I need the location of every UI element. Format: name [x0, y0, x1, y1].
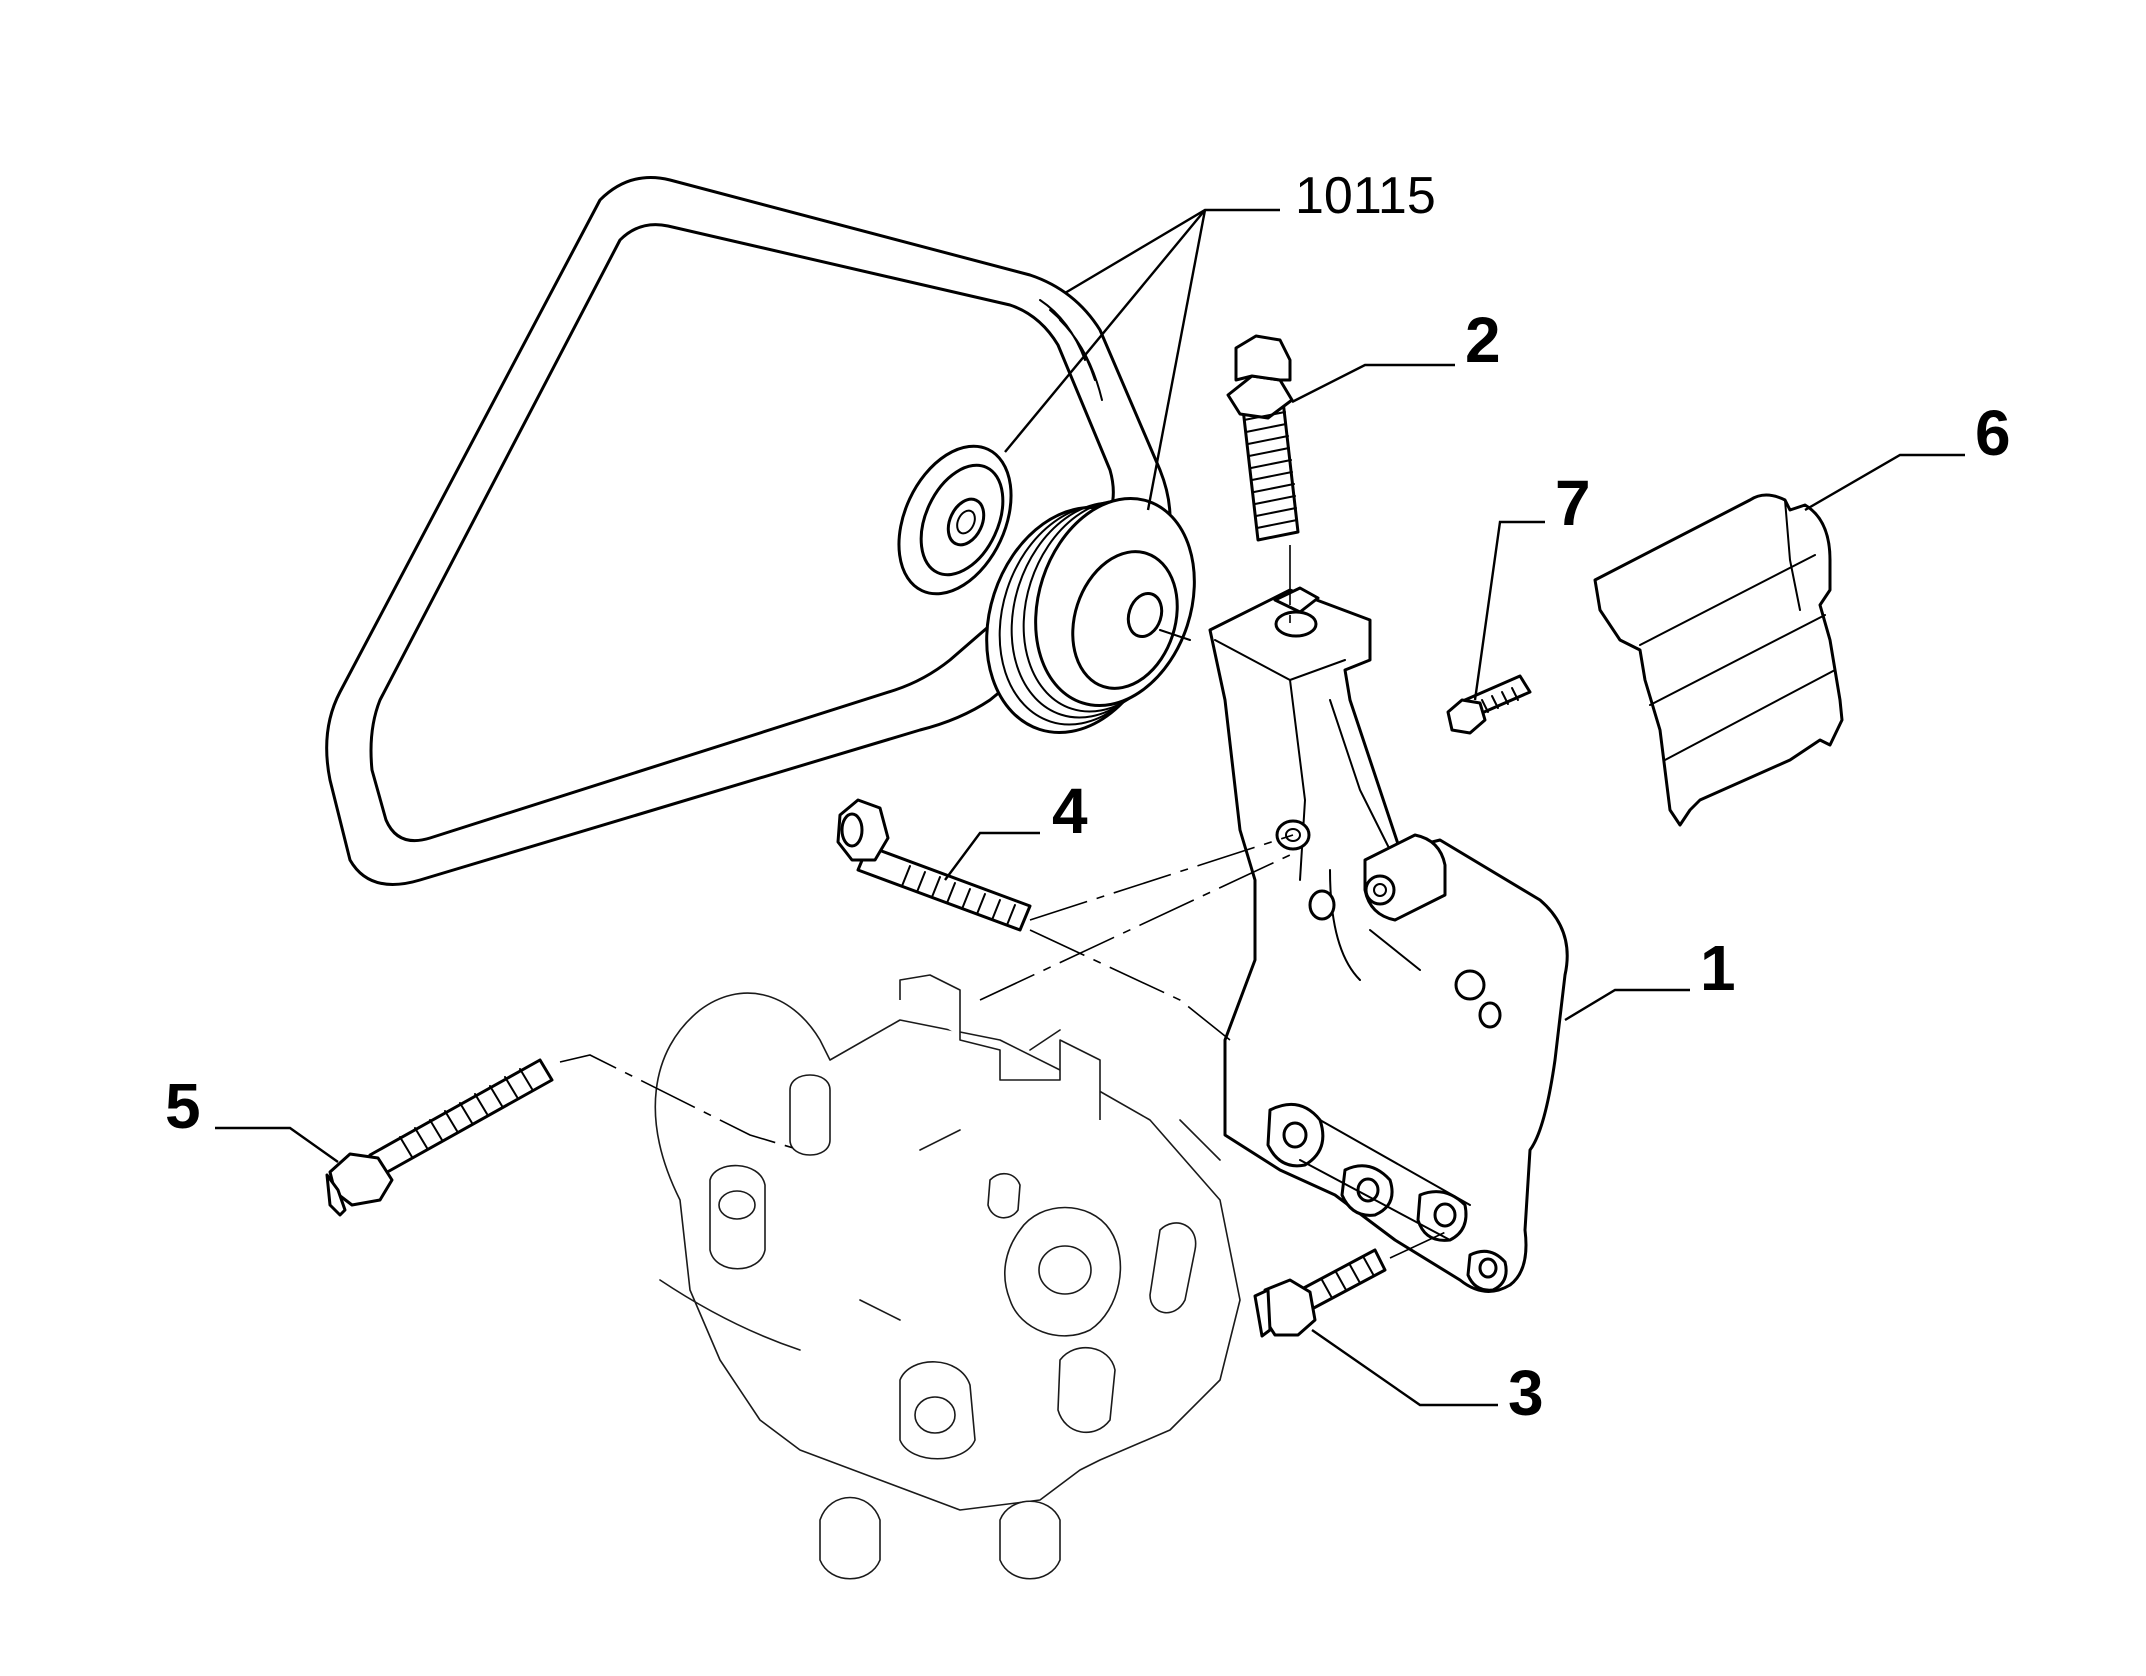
- callout-5: 5: [165, 1070, 201, 1142]
- leader-lines: [215, 208, 1965, 1407]
- callout-6: 6: [1975, 397, 2011, 469]
- mounting-bracket: [1208, 586, 1569, 1293]
- assembly-axes: [559, 545, 1451, 1259]
- front-long-bolt: [836, 798, 1032, 932]
- callout-labels: 10115 2 7 6 4 1 5 3: [165, 167, 2011, 1429]
- serpentine-belt: [325, 176, 1172, 886]
- idler-pulley: [897, 444, 1013, 596]
- cover-shield: [1593, 493, 1844, 827]
- lower-bolt: [1253, 1248, 1387, 1338]
- callout-7: 7: [1555, 467, 1591, 539]
- upper-bolt: [1226, 334, 1300, 542]
- small-screw: [1446, 674, 1532, 735]
- compressor-pulley: [985, 496, 1196, 734]
- callout-2: 2: [1465, 304, 1501, 376]
- callout-1: 1: [1700, 932, 1736, 1004]
- callout-10115: 10115: [1295, 167, 1436, 225]
- ac-compressor: [654, 974, 1241, 1580]
- callout-4: 4: [1052, 775, 1088, 847]
- callout-3: 3: [1508, 1357, 1544, 1429]
- side-long-bolt: [325, 1058, 554, 1217]
